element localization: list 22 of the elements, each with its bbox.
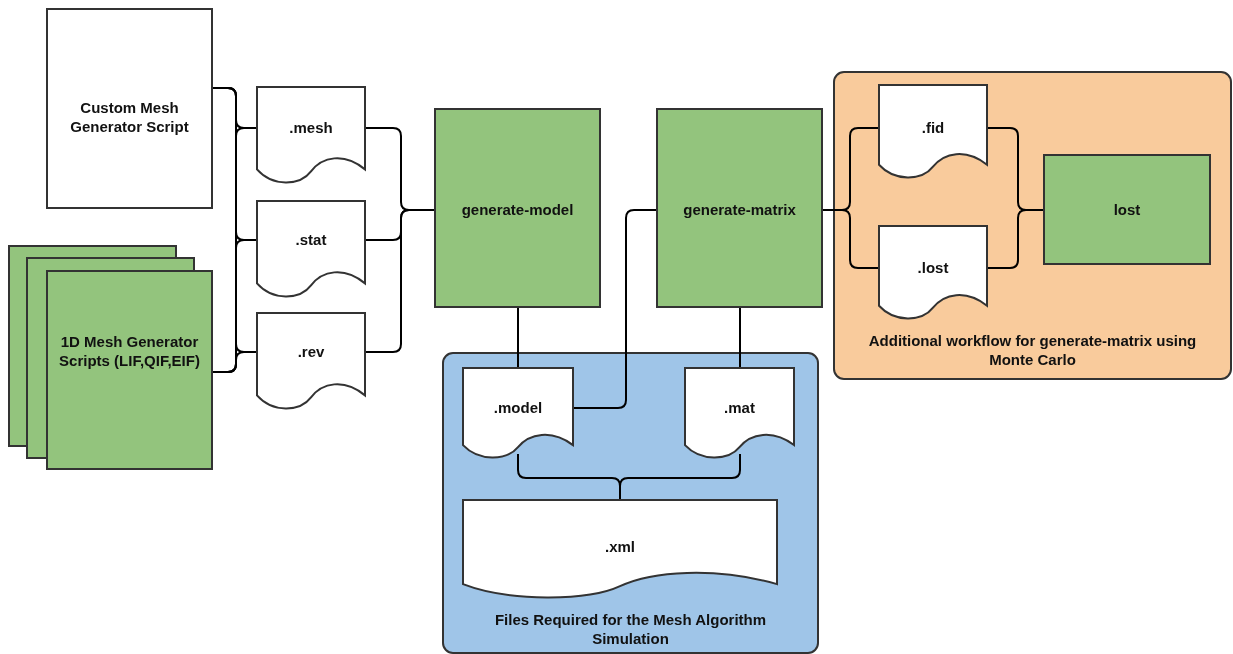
group-title: Additional workflow for generate-matrix using Monte Carlo bbox=[867, 331, 1198, 369]
connector-line bbox=[573, 209, 657, 409]
node-label: .model bbox=[492, 398, 544, 417]
node-label: .lost bbox=[916, 258, 950, 277]
node-label: lost bbox=[1112, 200, 1142, 219]
connector-line bbox=[517, 307, 519, 368]
connector-line bbox=[619, 453, 741, 500]
connector-line bbox=[212, 351, 257, 373]
node-label: .stat bbox=[294, 230, 328, 249]
node-label: generate-matrix bbox=[682, 200, 797, 219]
node-label: .rev bbox=[296, 342, 326, 361]
connector-line bbox=[987, 209, 1044, 269]
node-label: 1D Mesh Generator Scripts (LIF,QIF,EIF) bbox=[58, 332, 201, 370]
node-label: .mat bbox=[723, 398, 756, 417]
node-label: .mesh bbox=[288, 118, 334, 137]
node-label: generate-model bbox=[460, 200, 575, 219]
node-label: Custom Mesh Generator Script bbox=[69, 98, 190, 136]
group-title: Files Required for the Mesh Algorithm Simulation bbox=[493, 610, 768, 648]
node-label: .xml bbox=[604, 537, 636, 556]
connector-line bbox=[739, 307, 741, 368]
node-label: .fid bbox=[920, 118, 946, 137]
connector-line bbox=[365, 209, 435, 353]
